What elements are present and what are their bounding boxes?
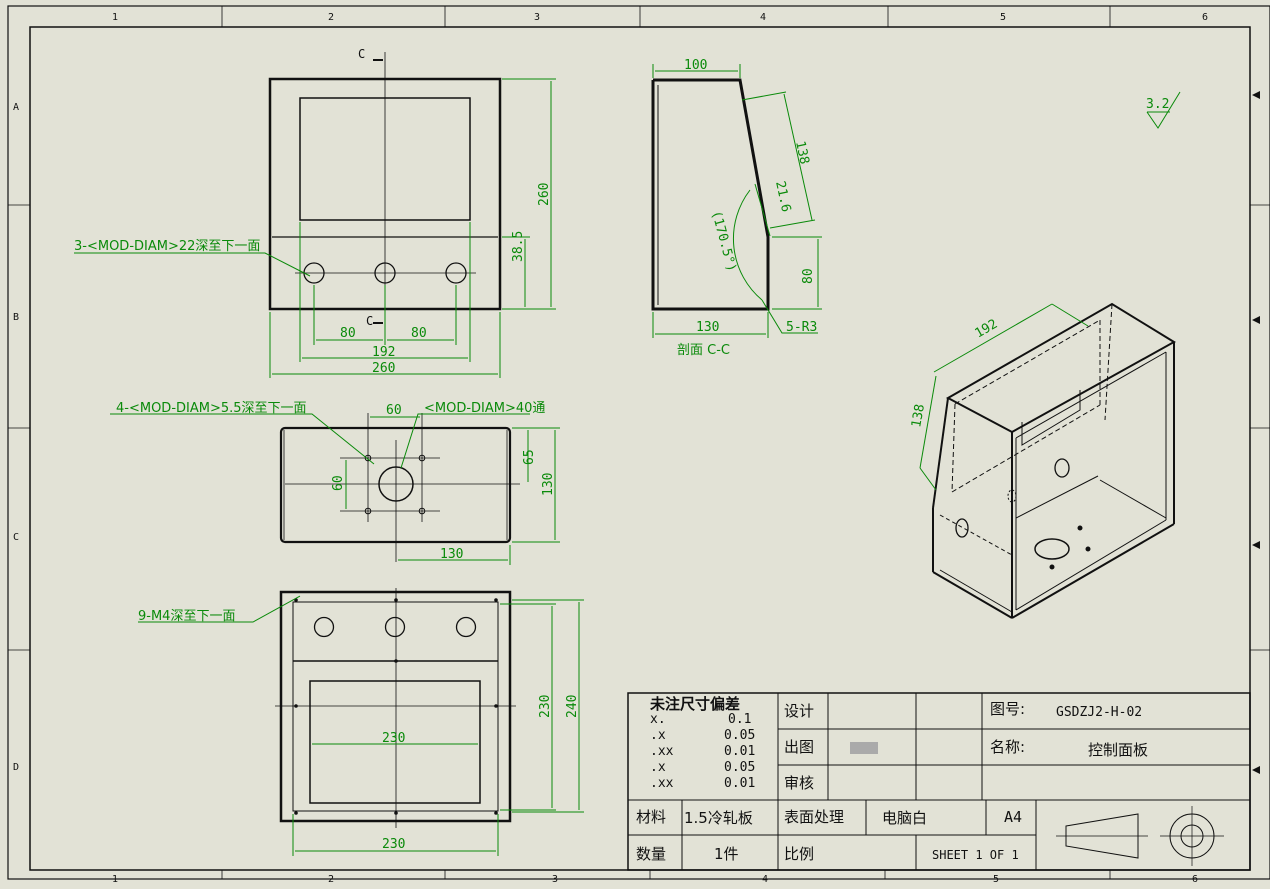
tol-val-0: 0.1 [728, 712, 751, 727]
zone-bottom-2: 2 [328, 874, 334, 885]
review-label: 审核 [784, 774, 814, 792]
front-view-dims: 3-<MOD-DIAM>22深至下一面 80 80 192 260 38.5 2… [74, 78, 556, 378]
callout-radius: 5-R3 [786, 320, 817, 335]
zone-bottom-1: 1 [112, 874, 118, 885]
dim-80-section: 80 [801, 268, 816, 284]
dim-130-v: 130 [541, 473, 556, 496]
tol-key-0: x. [650, 712, 666, 727]
outer-border [7, 5, 1270, 880]
material-label: 材料 [636, 808, 666, 826]
tol-val-1: 0.05 [724, 728, 755, 743]
title-block [627, 692, 1251, 871]
zone-left-c: C [13, 532, 19, 543]
dim-65: 65 [522, 449, 537, 465]
inner-border [29, 26, 1251, 871]
section-title: 剖面 C-C [677, 343, 730, 358]
dim-angle: (170.5°) [708, 209, 739, 273]
dim-100: 100 [684, 58, 707, 73]
part-name: 控制面板 [1088, 741, 1148, 759]
zone-left-b: B [13, 312, 19, 323]
tol-val-2: 0.01 [724, 744, 755, 759]
top-view [279, 413, 520, 562]
roughness-value: 3.2 [1146, 97, 1169, 112]
tol-key-1: .x [650, 728, 666, 743]
name-label: 名称: [990, 738, 1025, 756]
dim-60-h: 60 [386, 403, 402, 418]
callout-small-holes: 4-<MOD-DIAM>5.5深至下一面 [116, 401, 307, 416]
callout-big-hole: <MOD-DIAM>40通 [424, 401, 545, 416]
zone-bottom-6: 6 [1192, 874, 1198, 885]
tol-key-4: .xx [650, 776, 674, 791]
dim-38-5: 38.5 [511, 231, 526, 262]
zone-top-3: 3 [534, 12, 540, 23]
dim-130-h: 130 [440, 547, 463, 562]
tol-val-4: 0.01 [724, 776, 755, 791]
section-label-top: C [358, 47, 365, 61]
zone-top-1: 1 [112, 12, 118, 23]
zone-top-5: 5 [1000, 12, 1006, 23]
callout-holes: 3-<MOD-DIAM>22深至下一面 [74, 239, 260, 254]
material-value: 1.5冷轧板 [684, 809, 753, 827]
tolerance-title: 未注尺寸偏差 [649, 695, 740, 713]
dim-138: 138 [792, 140, 812, 166]
zone-left-a: A [13, 102, 19, 113]
surface-value: 电脑白 [882, 809, 927, 827]
projection-symbol [1056, 806, 1224, 866]
drawing-no: GSDZJ2-H-02 [1056, 705, 1142, 720]
qty-label: 数量 [636, 845, 666, 863]
zone-bottom-4: 4 [762, 874, 768, 885]
section-view [651, 78, 770, 311]
tol-key-3: .x [650, 760, 666, 775]
drawn-signature [850, 742, 878, 754]
iso-view-dims: 192 138 [909, 303, 1089, 491]
dim-230-inner: 230 [382, 731, 405, 746]
sheet-number: SHEET 1 OF 1 [932, 848, 1019, 862]
dim-80b: 80 [411, 326, 427, 341]
qty-value: 1件 [714, 845, 739, 863]
dim-130-section: 130 [696, 320, 719, 335]
zone-left-d: D [13, 762, 19, 773]
dim-21-6: 21.6 [772, 180, 793, 214]
iso-dim-192: 192 [973, 317, 1001, 342]
dim-192: 192 [372, 345, 395, 360]
drawing-no-label: 图号: [990, 700, 1025, 718]
scale-label: 比例 [784, 845, 814, 863]
dim-60-v: 60 [331, 475, 346, 491]
zone-top-4: 4 [760, 12, 766, 23]
zone-top-2: 2 [328, 12, 334, 23]
zone-ticks [8, 6, 1270, 879]
surface-label: 表面处理 [784, 808, 844, 826]
zone-arrows [1252, 91, 1260, 774]
dim-260-width: 260 [372, 361, 395, 376]
dim-260-height: 260 [537, 183, 552, 206]
callout-m4: 9-M4深至下一面 [138, 609, 235, 624]
dim-230-v: 230 [538, 695, 553, 718]
roughness-symbol: 3.2 [1146, 91, 1181, 129]
zone-top-6: 6 [1202, 12, 1208, 23]
tol-val-3: 0.05 [724, 760, 755, 775]
drawn-label: 出图 [784, 738, 814, 756]
paper-size: A4 [1004, 808, 1022, 826]
section-label-bottom: C [366, 314, 373, 328]
tol-key-2: .xx [650, 744, 674, 759]
zone-bottom-5: 5 [993, 874, 999, 885]
iso-view [932, 302, 1176, 619]
bottom-view [275, 588, 516, 828]
iso-dim-138: 138 [909, 403, 928, 429]
title-block-text: 未注尺寸偏差 x. 0.1 .x 0.05 .xx 0.01 .x 0.05 .… [636, 695, 1148, 863]
top-view-dims: 4-<MOD-DIAM>5.5深至下一面 <MOD-DIAM>40通 60 60… [110, 401, 560, 565]
section-view-dims: 100 138 21.6 (170.5°) 80 130 5-R3 剖面 C-C [652, 58, 822, 358]
dim-240-v: 240 [565, 695, 580, 718]
bottom-view-dims: 9-M4深至下一面 230 230 230 240 [138, 595, 584, 856]
zone-bottom-3: 3 [552, 874, 558, 885]
dim-80a: 80 [340, 326, 356, 341]
dim-230-bottom: 230 [382, 837, 405, 852]
design-label: 设计 [784, 702, 814, 720]
front-view: C C [268, 47, 502, 330]
